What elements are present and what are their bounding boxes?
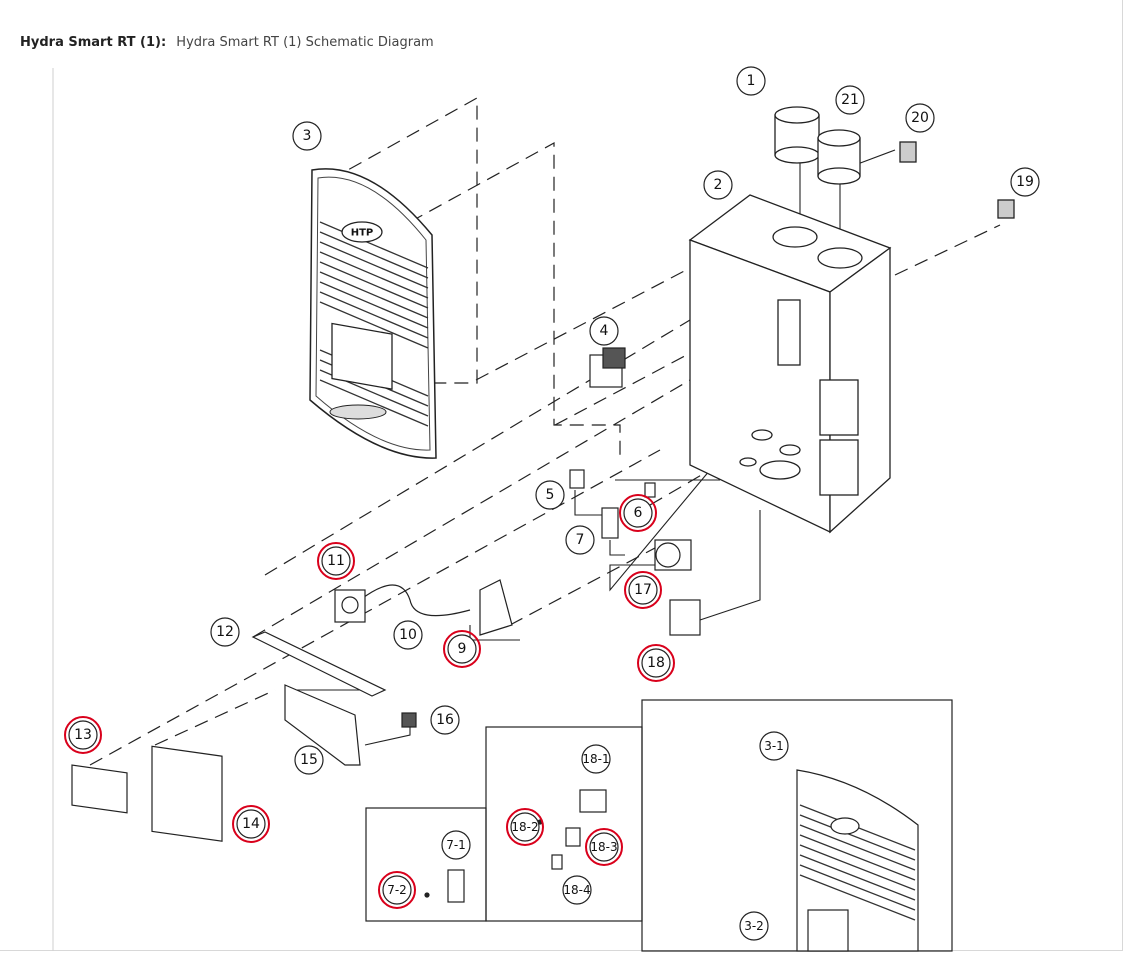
callout-6[interactable]: 6 [619, 494, 657, 532]
svg-text:18-4: 18-4 [563, 883, 590, 897]
callout-14[interactable]: 14 [232, 805, 270, 843]
svg-text:7-1: 7-1 [446, 838, 466, 852]
vent-adapter-parts [774, 106, 1015, 219]
callout-7[interactable]: 7 [565, 525, 595, 555]
callout-3-2[interactable]: 3-2 [739, 911, 769, 941]
product-title: Hydra Smart RT (1): [20, 35, 167, 50]
callout-5[interactable]: 5 [535, 480, 565, 510]
callout-7-2[interactable]: 7-2 [378, 871, 416, 909]
callout-4[interactable]: 4 [589, 316, 619, 346]
svg-text:11: 11 [327, 553, 345, 569]
callout-10[interactable]: 10 [393, 620, 423, 650]
svg-text:3-2: 3-2 [744, 919, 764, 933]
svg-text:18: 18 [647, 655, 665, 671]
htp-logo [341, 221, 383, 243]
svg-text:20: 20 [911, 110, 929, 126]
callout-18-1[interactable]: 18-1 [581, 744, 611, 774]
svg-text:14: 14 [242, 816, 260, 832]
callout-12[interactable]: 12 [210, 617, 240, 647]
svg-text:2: 2 [714, 177, 723, 193]
callout-15[interactable]: 15 [294, 745, 324, 775]
callout-18-2[interactable]: 18-2 [506, 808, 544, 846]
svg-text:16: 16 [436, 712, 454, 728]
callout-18-4[interactable]: 18-4 [562, 875, 592, 905]
callout-3[interactable]: 3 [292, 121, 322, 151]
svg-text:18-3: 18-3 [590, 840, 617, 854]
svg-text:19: 19 [1016, 174, 1034, 190]
callout-7-1[interactable]: 7-1 [441, 830, 471, 860]
htp-logo-text: HTP [351, 228, 374, 239]
callout-2[interactable]: 2 [703, 170, 733, 200]
svg-text:18-2: 18-2 [511, 820, 538, 834]
callout-18-3[interactable]: 18-3 [585, 828, 623, 866]
diagram-header: Hydra Smart RT (1): Hydra Smart RT (1) S… [20, 35, 434, 50]
front-cover-part: HTP [309, 168, 437, 459]
callout-11[interactable]: 11 [317, 542, 355, 580]
svg-text:12: 12 [216, 624, 234, 640]
svg-text:4: 4 [600, 323, 609, 339]
svg-text:7-2: 7-2 [387, 883, 407, 897]
callout-1[interactable]: 1 [736, 66, 766, 96]
svg-text:17: 17 [634, 582, 652, 598]
callout-3-1[interactable]: 3-1 [759, 731, 789, 761]
solid-leader-lines [290, 149, 896, 746]
svg-text:18-1: 18-1 [582, 752, 609, 766]
small-components [71, 347, 701, 842]
svg-text:1: 1 [747, 73, 756, 89]
callout-13[interactable]: 13 [64, 716, 102, 754]
detail-components [424, 769, 919, 952]
callout-17[interactable]: 17 [624, 571, 662, 609]
dashed-leader-lines [89, 96, 1001, 766]
svg-text:10: 10 [399, 627, 417, 643]
svg-text:9: 9 [458, 641, 467, 657]
svg-text:13: 13 [74, 727, 92, 743]
svg-text:6: 6 [634, 505, 643, 521]
boiler-cabinet-part [688, 194, 892, 534]
svg-text:3-1: 3-1 [764, 739, 784, 753]
callout-markers: 1 2 3 4 5 6 7 9 10 11 12 13 14 15 16 17 … [64, 66, 1040, 941]
svg-text:7: 7 [576, 532, 585, 548]
callout-20[interactable]: 20 [905, 103, 935, 133]
callout-18[interactable]: 18 [637, 644, 675, 682]
callout-21[interactable]: 21 [835, 85, 865, 115]
callout-9[interactable]: 9 [443, 630, 481, 668]
svg-text:5: 5 [546, 487, 555, 503]
callout-16[interactable]: 16 [430, 705, 460, 735]
svg-text:3: 3 [303, 128, 312, 144]
diagram-description: Hydra Smart RT (1) Schematic Diagram [176, 35, 434, 50]
callout-19[interactable]: 19 [1010, 167, 1040, 197]
svg-text:21: 21 [841, 92, 859, 108]
svg-text:15: 15 [300, 752, 318, 768]
